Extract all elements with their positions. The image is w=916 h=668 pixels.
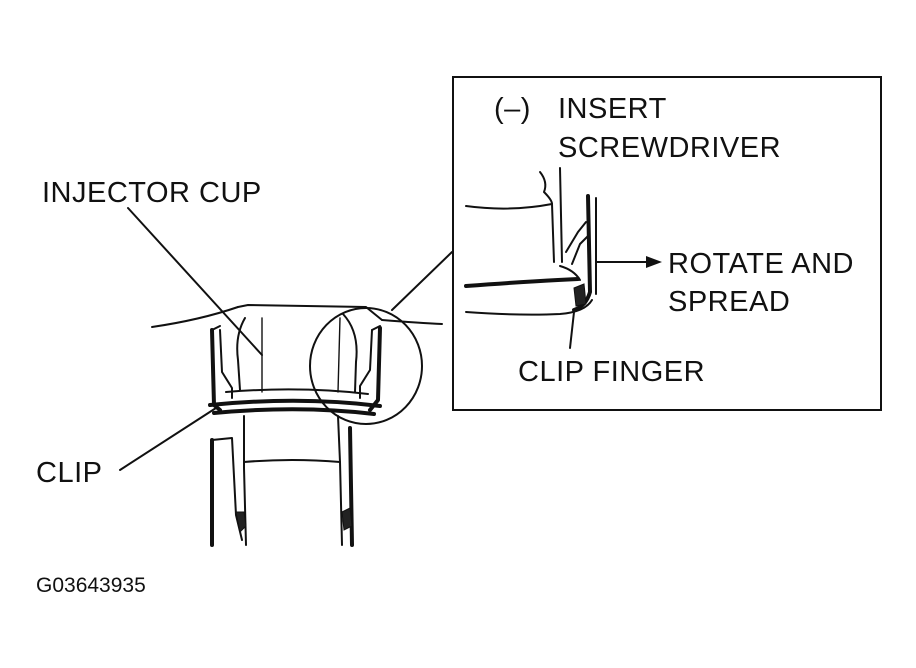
clip-left-inner	[219, 329, 233, 399]
left-break-line	[151, 306, 239, 328]
detail-circle	[309, 307, 423, 425]
cup-inner-right	[337, 317, 341, 393]
flange-upper	[225, 388, 369, 395]
inset-clip-bend-inner	[571, 235, 589, 265]
label-clip: CLIP	[36, 457, 102, 489]
clip-left-outer	[210, 328, 222, 412]
cup-right-wall	[342, 313, 358, 393]
label-clip-finger: CLIP FINGER	[518, 356, 705, 388]
leg-right-notch	[341, 507, 353, 531]
clip-leader	[119, 407, 217, 471]
cup-left-wall	[236, 317, 246, 391]
leg-right-outer	[348, 426, 354, 547]
inset-cup-wall	[551, 203, 555, 263]
figure-code: G03643935	[36, 574, 146, 597]
injector-cup-leader	[127, 207, 263, 356]
cup-top-edge	[237, 304, 383, 321]
label-injector-cup: INJECTOR CUP	[42, 177, 262, 209]
leg-left-notch	[235, 511, 247, 534]
right-break-line	[381, 319, 443, 325]
flange-top	[208, 398, 382, 408]
leg-left-inner	[211, 437, 243, 541]
inset-frame	[452, 76, 882, 411]
label-rotate-and: ROTATE AND	[668, 248, 854, 280]
clip-finger-tip	[573, 283, 587, 307]
screwdriver-shaft	[559, 167, 563, 263]
inset-cup-top	[465, 203, 553, 210]
inset-flange-curve	[559, 265, 581, 281]
clip-right-top	[371, 325, 381, 331]
inset-flange-bottom	[465, 299, 593, 316]
label-insert: INSERT	[558, 93, 667, 125]
flange-bottom	[212, 407, 376, 416]
detail-inset	[452, 76, 882, 411]
label-spread: SPREAD	[668, 286, 790, 318]
clip-right-inner	[359, 329, 373, 399]
inset-flange-top	[464, 277, 580, 288]
injector-assembly	[151, 251, 453, 547]
clip-left-top	[211, 325, 221, 331]
inset-cup-break	[539, 171, 553, 205]
label-screwdriver: SCREWDRIVER	[558, 132, 781, 164]
clip-finger-leader	[569, 311, 575, 349]
body-right	[337, 415, 343, 546]
label-tool-sign: (–)	[494, 93, 531, 125]
detail-connector	[391, 251, 453, 311]
rotate-arrow-head	[646, 256, 662, 268]
body-band	[243, 459, 341, 463]
inset-clip-bend	[565, 221, 587, 253]
